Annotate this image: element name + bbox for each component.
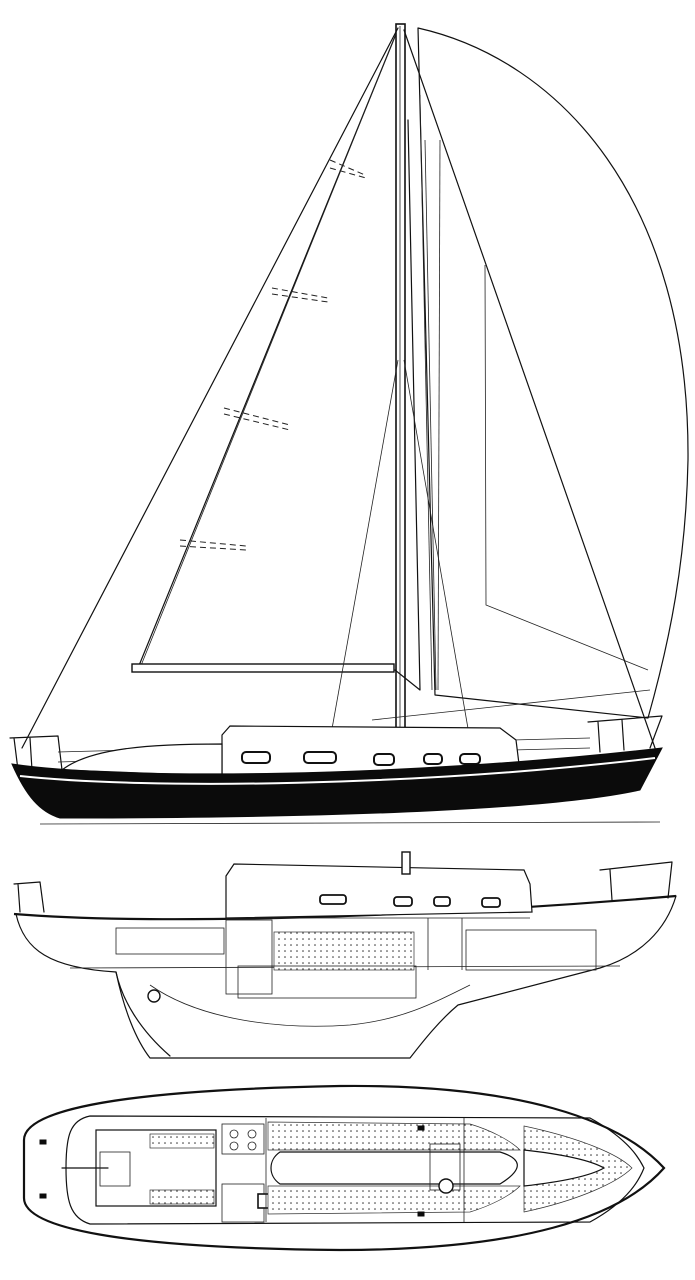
profile-berth-fwd bbox=[465, 929, 597, 971]
batten-1b bbox=[329, 167, 367, 179]
stove-burner-4 bbox=[247, 1141, 257, 1151]
stove-burner-1 bbox=[229, 1129, 239, 1139]
mainsail-leech bbox=[419, 94, 433, 691]
waterline bbox=[39, 821, 661, 825]
plan-settee-port bbox=[267, 1121, 521, 1151]
plan-deck-fittings bbox=[39, 1125, 425, 1217]
profile-bilge bbox=[149, 984, 471, 1027]
fitting-2 bbox=[39, 1193, 47, 1199]
profile-cabin bbox=[225, 863, 533, 919]
profile-windows bbox=[319, 894, 501, 908]
plan-table bbox=[270, 1151, 518, 1185]
accommodation-plan bbox=[22, 1084, 666, 1252]
batten-2b bbox=[271, 293, 329, 303]
dodger bbox=[60, 743, 223, 777]
battens bbox=[179, 159, 367, 551]
spinnaker-sail bbox=[417, 27, 689, 719]
fitting-4 bbox=[417, 1211, 425, 1217]
fitting-1 bbox=[39, 1139, 47, 1145]
shroud-aft bbox=[403, 359, 471, 741]
batten-4b bbox=[179, 545, 247, 551]
plan-settee-stbd bbox=[267, 1185, 521, 1215]
profile-port-2 bbox=[393, 896, 413, 907]
portlight-1 bbox=[241, 751, 271, 764]
profile-settee bbox=[273, 931, 415, 971]
portlight-2 bbox=[303, 751, 337, 764]
profile-port-3 bbox=[433, 896, 451, 907]
backstay bbox=[403, 29, 656, 749]
mainsail bbox=[394, 119, 421, 691]
boot-stripe bbox=[19, 757, 656, 785]
portlight-5 bbox=[459, 753, 481, 765]
profile-sheer bbox=[13, 894, 677, 921]
inboard-profile bbox=[13, 851, 677, 1059]
forestay bbox=[21, 27, 399, 749]
stove-burner-2 bbox=[247, 1129, 257, 1139]
spinnaker-sheet bbox=[371, 689, 651, 721]
batten-1 bbox=[329, 159, 366, 176]
plan-stove bbox=[229, 1129, 257, 1151]
profile-stern-pulpit bbox=[599, 861, 673, 901]
profile-cockpit-locker bbox=[115, 927, 225, 955]
plan-vberth-insert bbox=[523, 1149, 606, 1187]
batten-3 bbox=[223, 407, 291, 426]
mast bbox=[395, 23, 406, 743]
boom bbox=[131, 663, 395, 673]
jib-leech bbox=[139, 33, 397, 669]
profile-bow-pulpit bbox=[13, 881, 45, 913]
sail-plan bbox=[9, 23, 689, 825]
fitting-3 bbox=[417, 1125, 425, 1131]
plan-cockpit-seat-port bbox=[149, 1133, 215, 1149]
hull-topsides bbox=[11, 747, 663, 819]
profile-propeller bbox=[147, 989, 161, 1003]
profile-galley bbox=[225, 919, 273, 995]
cabin-windows bbox=[241, 751, 481, 766]
spinnaker-luff bbox=[437, 139, 441, 691]
shroud-fwd bbox=[329, 359, 399, 741]
portlight-4 bbox=[423, 753, 443, 765]
profile-port-1 bbox=[319, 894, 347, 905]
plan-cockpit-seat-stbd bbox=[149, 1189, 215, 1205]
profile-engine bbox=[237, 965, 417, 999]
spinnaker-panel bbox=[484, 264, 649, 671]
plan-binnacle bbox=[99, 1151, 131, 1187]
profile-rudder bbox=[115, 971, 171, 1057]
stove-burner-3 bbox=[229, 1141, 239, 1151]
plan-toilet bbox=[438, 1178, 454, 1194]
batten-2 bbox=[271, 287, 329, 299]
profile-port-4 bbox=[481, 897, 501, 908]
portlight-3 bbox=[373, 753, 395, 766]
profile-hull bbox=[15, 895, 677, 1059]
profile-mast-stub bbox=[401, 851, 411, 875]
plan-cabin-outline bbox=[65, 1115, 645, 1225]
batten-4 bbox=[179, 539, 247, 547]
plan-galley bbox=[221, 1123, 265, 1155]
stern-pulpit bbox=[587, 715, 663, 753]
mainsail-leech-2 bbox=[424, 139, 437, 691]
plan-deck-outline bbox=[22, 1084, 666, 1252]
batten-3b bbox=[223, 413, 291, 431]
